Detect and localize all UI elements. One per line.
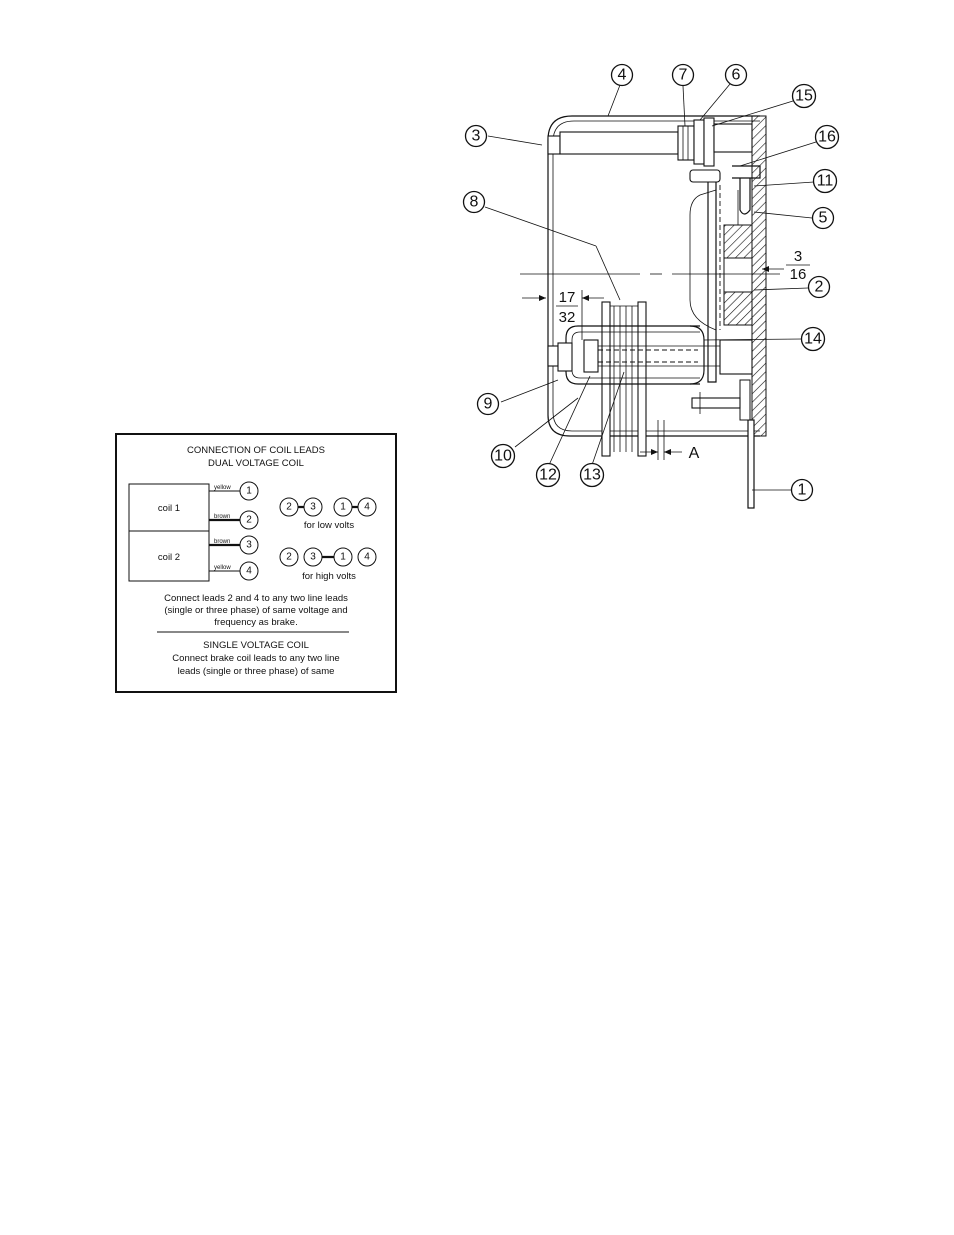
- callout-5: 5: [811, 206, 835, 230]
- connect-text-line-2: (single or three phase) of same voltage …: [164, 605, 347, 616]
- coil-spool: [601, 301, 647, 457]
- high-volts-wiring: 2 3 1 4 for high volts: [279, 547, 377, 582]
- svg-text:8: 8: [470, 194, 479, 211]
- dim-gap-label: A: [689, 445, 700, 462]
- dim-left-denominator: 32: [559, 309, 576, 326]
- top-stud: [547, 117, 753, 167]
- terminal-1: 1: [239, 481, 259, 501]
- callout-4: 4: [610, 63, 634, 87]
- coil-box-title-1: CONNECTION OF COIL LEADS: [187, 445, 325, 456]
- coil-box-title-2: DUAL VOLTAGE COIL: [208, 458, 304, 469]
- svg-text:3: 3: [246, 540, 252, 551]
- svg-text:4: 4: [618, 67, 627, 84]
- svg-text:7: 7: [679, 67, 688, 84]
- svg-text:1: 1: [246, 486, 252, 497]
- wire-color-4: yellow: [214, 565, 231, 571]
- dim-right-numerator: 3: [794, 248, 802, 265]
- release-lever: [689, 165, 761, 215]
- svg-text:3: 3: [310, 502, 316, 513]
- lower-bolt: [547, 339, 753, 375]
- svg-text:2: 2: [246, 515, 252, 526]
- svg-text:9: 9: [484, 396, 493, 413]
- callout-9: 9: [476, 392, 500, 416]
- svg-text:4: 4: [246, 566, 252, 577]
- callout-3: 3: [464, 124, 488, 148]
- svg-text:1: 1: [340, 502, 346, 513]
- svg-text:2: 2: [286, 552, 292, 563]
- svg-text:6: 6: [732, 67, 741, 84]
- svg-text:15: 15: [795, 88, 813, 105]
- callout-2: 2: [807, 275, 831, 299]
- coil-1-block: coil 1: [128, 483, 210, 532]
- svg-text:2: 2: [815, 279, 824, 296]
- wire-color-2: brown: [214, 514, 230, 520]
- svg-text:4: 4: [364, 552, 370, 563]
- housing-cover: [547, 115, 760, 437]
- coil-2-label: coil 2: [158, 552, 180, 563]
- leader-lines: [484, 83, 817, 491]
- high-volts-label: for high volts: [302, 571, 356, 582]
- callout-10: 10: [490, 443, 516, 469]
- callout-7: 7: [671, 63, 695, 87]
- wire-color-3: brown: [214, 539, 230, 545]
- svg-text:3: 3: [472, 128, 481, 145]
- coil-connection-panel: CONNECTION OF COIL LEADS DUAL VOLTAGE CO…: [115, 433, 397, 693]
- svg-text:2: 2: [286, 502, 292, 513]
- svg-text:1: 1: [798, 482, 807, 499]
- svg-text:11: 11: [817, 173, 834, 190]
- terminal-4: 4: [239, 561, 259, 581]
- dimension-17-32: 17 32: [522, 289, 604, 340]
- bottom-bolt: [691, 392, 741, 414]
- callout-8: 8: [462, 190, 486, 214]
- dim-right-denominator: 16: [790, 266, 807, 283]
- lead-wires: yellow brown brown yellow: [209, 485, 241, 572]
- coil-1-label: coil 1: [158, 503, 180, 514]
- terminal-2: 2: [239, 510, 259, 530]
- callout-16: 16: [814, 124, 840, 150]
- low-volts-label: for low volts: [304, 520, 354, 531]
- svg-text:10: 10: [494, 448, 512, 465]
- low-volts-wiring: 2 3 1 4 for low volts: [279, 497, 377, 531]
- single-text-line-2: leads (single or three phase) of same: [178, 666, 335, 677]
- single-voltage-title: SINGLE VOLTAGE COIL: [203, 640, 309, 651]
- coil-connection-diagram: CONNECTION OF COIL LEADS DUAL VOLTAGE CO…: [128, 445, 377, 677]
- callout-1: 1: [790, 478, 814, 502]
- svg-text:4: 4: [364, 502, 370, 513]
- connect-text-line-1: Connect leads 2 and 4 to any two line le…: [164, 593, 348, 604]
- svg-text:3: 3: [310, 552, 316, 563]
- callout-13: 13: [579, 462, 605, 488]
- friction-disc: [723, 190, 753, 326]
- pressure-plate: [689, 174, 721, 383]
- svg-text:5: 5: [819, 210, 828, 227]
- connect-text-line-3: frequency as brake.: [214, 617, 297, 628]
- callout-12: 12: [535, 462, 561, 488]
- wire-color-1: yellow: [214, 485, 231, 491]
- single-text-line-1: Connect brake coil leads to any two line: [172, 653, 339, 664]
- svg-text:14: 14: [804, 331, 822, 348]
- callout-6: 6: [724, 63, 748, 87]
- svg-text:1: 1: [340, 552, 346, 563]
- svg-text:13: 13: [583, 467, 601, 484]
- terminal-3: 3: [239, 535, 259, 555]
- callout-14: 14: [800, 326, 826, 352]
- coil-2-block: coil 2: [128, 530, 210, 582]
- svg-text:12: 12: [539, 467, 557, 484]
- dimension-3-16: 3 16: [762, 248, 810, 283]
- dimension-a: A: [640, 420, 700, 462]
- dim-left-numerator: 17: [559, 289, 576, 306]
- callout-15: 15: [791, 83, 817, 109]
- callout-11: 11: [812, 168, 838, 194]
- svg-text:16: 16: [818, 129, 836, 146]
- mounting-plate: [739, 115, 767, 509]
